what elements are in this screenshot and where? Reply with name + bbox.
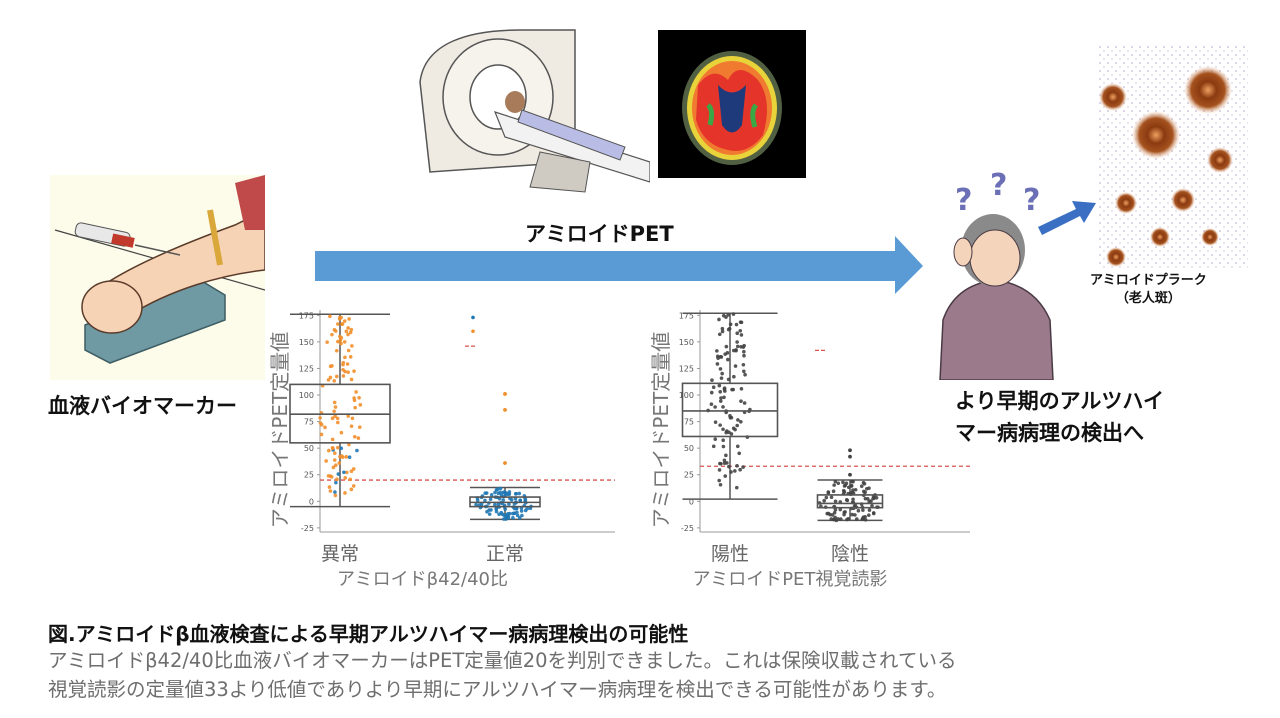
chart-pet-visual-read: -25 0 25 50 75 100 125 150 175 アミロイドPET定量値陽性 陰性アミロ…: [640, 300, 980, 600]
amyloid-pet-label: アミロイドPET: [525, 222, 674, 246]
svg-text:175: 175: [299, 311, 314, 320]
svg-text:125: 125: [299, 364, 314, 373]
y-axis-label: アミロイドPET定量値: [649, 332, 673, 529]
svg-text:100: 100: [299, 391, 314, 400]
svg-text:0: 0: [689, 497, 694, 506]
svg-text:150: 150: [679, 338, 694, 347]
worried-elderly-woman-illustration: ? ? ?: [935, 168, 1060, 381]
svg-text:50: 50: [684, 444, 694, 453]
plaque-label-line1: アミロイドプラーク: [1090, 273, 1207, 288]
blood-biomarker-label: 血液バイオマーカー: [48, 394, 237, 418]
svg-text:75: 75: [684, 418, 694, 427]
svg-text:0: 0: [309, 497, 314, 506]
caption-body-line1: アミロイドβ42/40比血液バイオマーカーはPET定量値20を判別できました。こ…: [48, 649, 957, 672]
early-detection-line2: マー病病理の検出へ: [955, 421, 1144, 445]
svg-text:125: 125: [679, 364, 694, 373]
x-category-label: 異常: [321, 543, 359, 565]
svg-text:25: 25: [684, 471, 694, 480]
svg-text:25: 25: [304, 471, 314, 480]
amyloid-plaques-illustration: [1098, 45, 1248, 270]
svg-text:75: 75: [304, 418, 314, 427]
early-detection-line1: より早期のアルツハイ: [955, 389, 1164, 413]
pet-scanner-illustration: [410, 22, 651, 197]
svg-text:175: 175: [679, 311, 694, 320]
svg-text:-25: -25: [301, 524, 314, 533]
amyloid-plaque-label: アミロイドプラーク （老人斑）: [1090, 272, 1207, 308]
svg-text:?: ?: [1023, 183, 1040, 218]
x-axis-title: アミロイドβ42/40比: [337, 569, 508, 590]
x-category-label: 陽性: [711, 543, 749, 565]
x-category-label: 正常: [486, 543, 524, 565]
early-detection-label: より早期のアルツハイ マー病病理の検出へ: [955, 385, 1164, 449]
svg-text:50: 50: [304, 444, 314, 453]
x-category-label: 陰性: [831, 543, 869, 565]
box-陰性: [816, 448, 884, 523]
pet-brain-scan-image: [658, 30, 806, 178]
svg-text:-25: -25: [681, 524, 694, 533]
y-axis-label: アミロイドPET定量値: [268, 332, 292, 529]
figure-caption-body: アミロイドβ42/40比血液バイオマーカーはPET定量値20を判別できました。こ…: [48, 646, 1268, 704]
svg-text:150: 150: [299, 338, 314, 347]
box-陽性: [681, 312, 779, 500]
figure-caption-title: 図.アミロイドβ血液検査による早期アルツハイマー病病理検出の可能性: [48, 622, 689, 646]
box-正常: [469, 392, 541, 521]
x-axis-title: アミロイドPET視覚読影: [693, 569, 888, 590]
timeline-arrow: [315, 236, 925, 296]
question-marks-icon: ?: [955, 183, 972, 218]
box-異常: [289, 313, 391, 508]
small-arrow-to-plaques: [1038, 195, 1098, 240]
blood-draw-illustration: [50, 175, 266, 380]
caption-body-line2: 視覚読影の定量値33より低値でありより早期にアルツハイマー病病理を検出できる可能…: [48, 678, 947, 701]
svg-text:100: 100: [679, 391, 694, 400]
chart-abeta-ratio: -25 0 25 50 75 100 125 150 175 アミロイドPET定量値異常 正常アミロ…: [255, 300, 625, 600]
plaque-label-line2: （老人斑）: [1115, 291, 1181, 306]
svg-text:?: ?: [990, 170, 1007, 203]
